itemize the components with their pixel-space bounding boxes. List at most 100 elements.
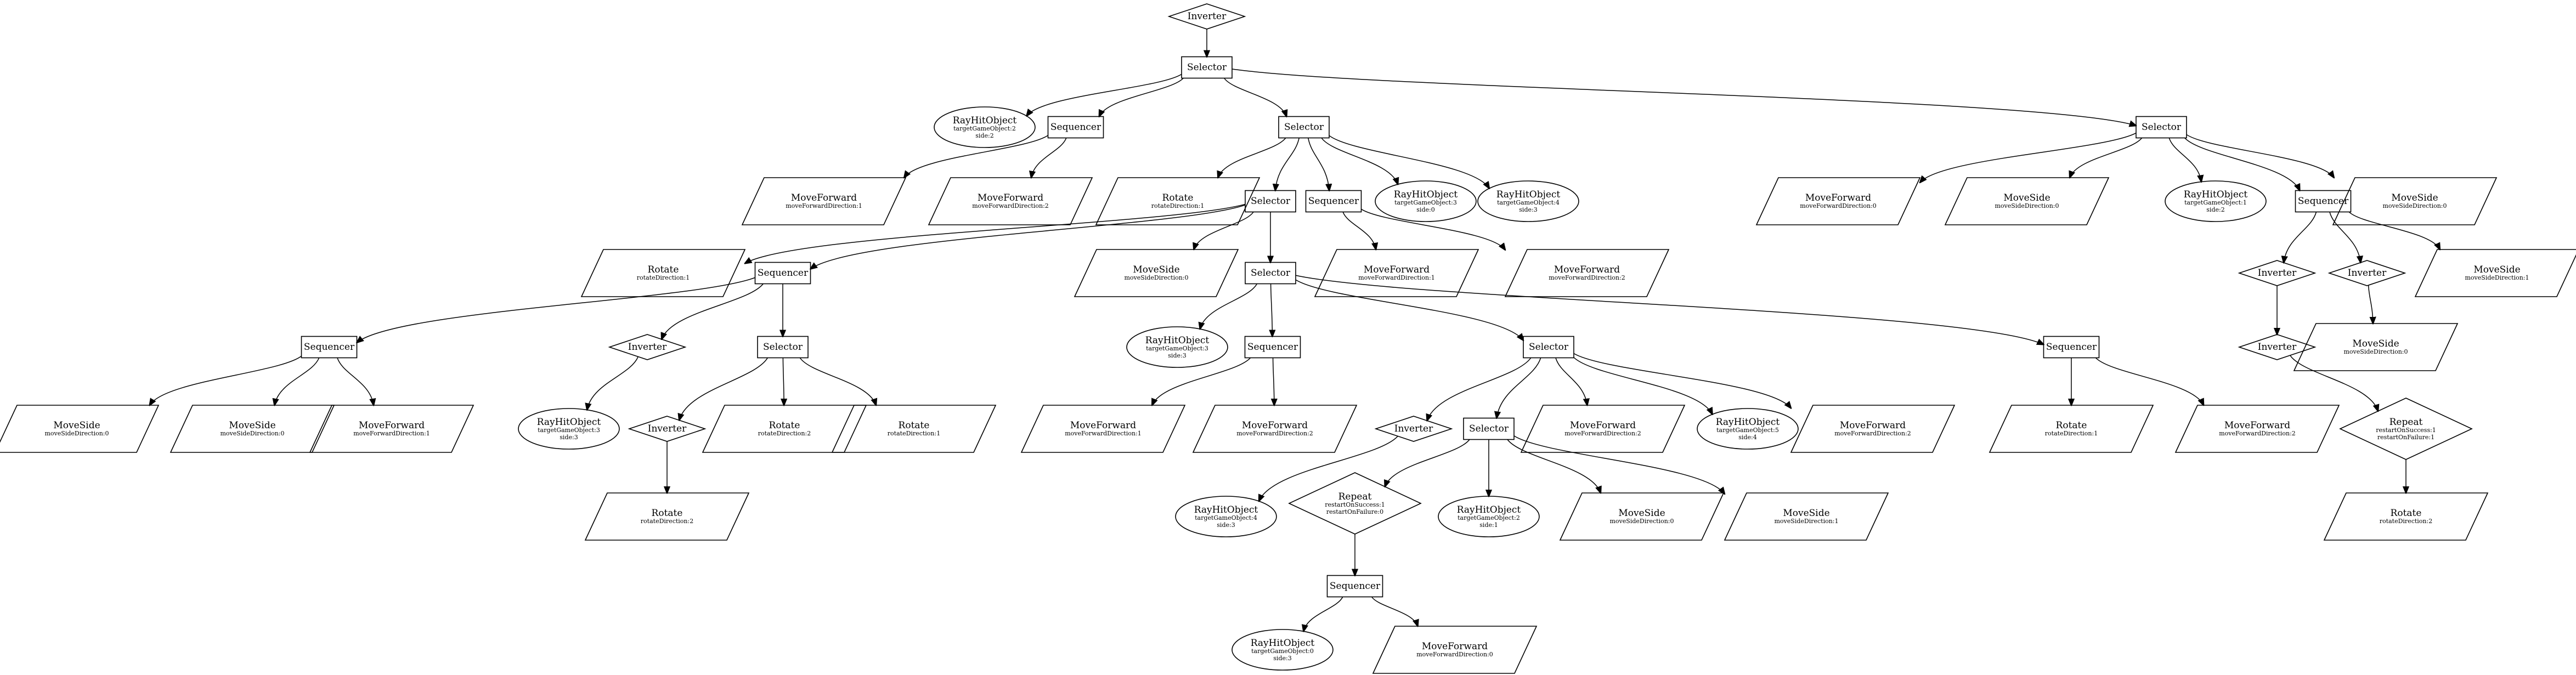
node-title: RayHitObject <box>1251 638 1315 649</box>
node-box-shape <box>1278 116 1330 139</box>
node-ellipse-shape <box>1438 496 1540 537</box>
node-title: MoveForward <box>1242 420 1308 431</box>
edge-n2-n4 <box>1099 77 1184 117</box>
node-param: moveForwardDirection:2 <box>1564 430 1641 437</box>
node-title: MoveSide <box>2391 192 2438 203</box>
edge-n6-n16 <box>2168 138 2201 182</box>
node-title: MoveSide <box>2473 264 2520 275</box>
node-title: Rotate <box>2056 420 2087 431</box>
node-sequencer: Sequencer <box>301 336 358 359</box>
node-box-shape <box>1463 417 1515 440</box>
edge-n60-n62 <box>1371 597 1418 627</box>
node-param: side:3 <box>1217 521 1235 529</box>
node-parallelogram-shape <box>1192 405 1358 453</box>
node-ellipse-shape <box>934 106 1036 148</box>
node-title: Inverter <box>2258 342 2297 353</box>
node-param: side:0 <box>1416 206 1434 213</box>
edge-n28-n37 <box>150 355 302 405</box>
node-title: MoveForward <box>1570 420 1636 431</box>
node-title: RayHitObject <box>1716 417 1780 428</box>
edge-n33-n50 <box>1573 353 1791 409</box>
node-title: Inverter <box>2348 268 2387 279</box>
node-box-shape <box>757 336 809 359</box>
node-param: moveForwardDirection:2 <box>1549 274 1625 281</box>
edge-n6-n14 <box>1920 132 2137 183</box>
edge-n33-n48 <box>1555 358 1587 406</box>
node-box-shape <box>1305 190 1362 213</box>
edge-n5-n12 <box>1321 138 1398 185</box>
node-title: RayHitObject <box>1145 335 1210 346</box>
edge-n5-n13 <box>1329 135 1489 188</box>
node-box-shape <box>1181 56 1233 79</box>
edge-n20-n29 <box>662 283 764 339</box>
node-title: RayHitObject <box>1496 189 1561 200</box>
node-parallelogram-shape <box>1724 492 1889 541</box>
node-title: MoveForward <box>2224 420 2290 431</box>
edge-n10-n21 <box>1194 212 1254 250</box>
edge-n17-n27 <box>2348 211 2440 250</box>
node-parallelogram-shape <box>1504 249 1670 297</box>
edge-n22-n34 <box>1295 275 2044 344</box>
node-parallelogram-shape <box>1790 405 1956 453</box>
node-title: MoveForward <box>1070 420 1136 431</box>
node-title: MoveForward <box>791 192 857 203</box>
edge-n47-n58 <box>1507 439 1601 494</box>
node-param: moveSideDirection:0 <box>1125 274 1189 281</box>
edge-n22-n32 <box>1271 283 1273 337</box>
node-title: MoveForward <box>1840 420 1906 431</box>
edge-n11-n24 <box>1361 208 1506 249</box>
edge-n32-n45 <box>1273 358 1274 406</box>
node-title: Sequencer <box>1330 581 1381 592</box>
node-title: Rotate <box>1162 192 1194 203</box>
node-param: side:3 <box>1168 352 1186 359</box>
node-param: moveForwardDirection:2 <box>1834 430 1911 437</box>
node-title: Selector <box>1284 122 1324 133</box>
node-param: rotateDirection:2 <box>2380 518 2432 525</box>
node-title: Rotate <box>899 420 930 431</box>
node-title: MoveSide <box>53 420 100 431</box>
node-parallelogram-shape <box>1095 177 1261 225</box>
node-diamond-shape <box>1288 472 1422 535</box>
node-title: Sequencer <box>1247 342 1298 353</box>
node-inverter: Inverter <box>2238 260 2317 286</box>
node-title: Rotate <box>769 420 800 431</box>
node-param: moveSideDirection:1 <box>2465 274 2529 281</box>
node-parallelogram-shape <box>0 405 160 453</box>
node-title: RayHitObject <box>953 115 1017 126</box>
node-title: Selector <box>763 342 803 353</box>
node-title: MoveSide <box>1133 264 1179 275</box>
node-selector: Selector <box>1463 417 1515 440</box>
node-param: side:4 <box>1738 434 1756 441</box>
node-title: Selector <box>1187 62 1227 73</box>
node-ellipse-shape <box>1231 629 1334 671</box>
node-parallelogram-shape <box>2323 492 2489 541</box>
node-inverter: Inverter <box>1374 416 1453 442</box>
nodes-layer: InverterSelectorRayHitObjecttargetGameOb… <box>0 3 2576 674</box>
node-title: Sequencer <box>1050 122 1101 133</box>
node-param: side:3 <box>560 434 578 441</box>
node-param: targetGameObject:3 <box>538 427 600 434</box>
node-param: moveSideDirection:0 <box>45 430 109 437</box>
node-diamond-shape <box>608 334 687 360</box>
node-title: MoveForward <box>1805 192 1871 203</box>
node-param: moveForwardDirection:1 <box>1358 274 1435 281</box>
node-param: side:1 <box>1479 521 1498 529</box>
node-title: Inverter <box>1394 423 1433 434</box>
